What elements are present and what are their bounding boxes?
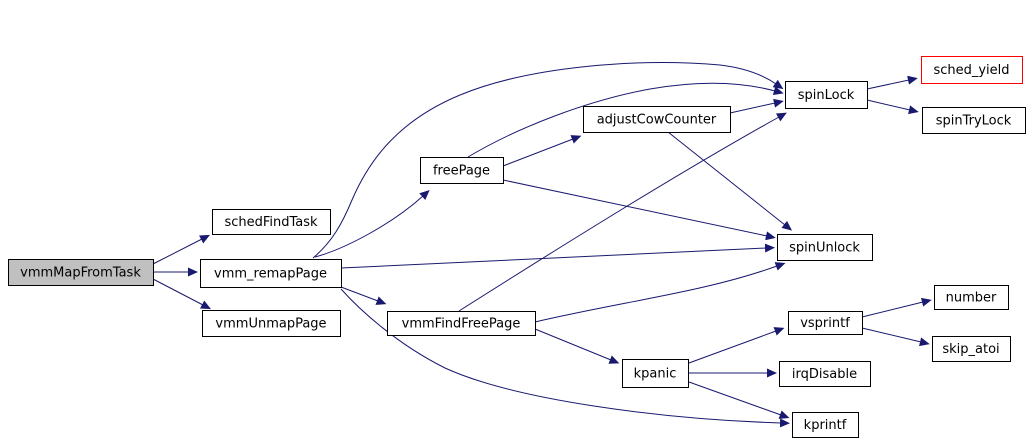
node-irqDisable-box[interactable] xyxy=(779,361,871,387)
node-vmm_remapPage-box[interactable] xyxy=(200,259,342,288)
edge-vmm_remapPage-to-spinUnlock xyxy=(340,243,775,269)
node-sched_yield-box[interactable] xyxy=(921,56,1023,84)
node-vmmUnmapPage[interactable]: vmmUnmapPage xyxy=(202,310,341,337)
node-freePage-label: freePage xyxy=(433,164,490,179)
node-irqDisable[interactable]: irqDisable xyxy=(779,361,871,387)
node-vmmUnmapPage-label: vmmUnmapPage xyxy=(215,317,326,332)
edge-vmmFindFreePage-to-kpanic xyxy=(534,328,620,364)
node-vmmMapFromTask-box xyxy=(8,259,154,286)
edge-vmmFindFreePage-to-spinLock xyxy=(458,112,787,312)
node-kprintf-box[interactable] xyxy=(792,412,859,438)
node-schedFindTask-box[interactable] xyxy=(212,209,331,235)
node-kpanic-label: kpanic xyxy=(634,367,677,382)
node-vmmFindFreePage-box[interactable] xyxy=(387,311,536,336)
node-irqDisable-label: irqDisable xyxy=(792,367,857,382)
node-sched_yield-label: sched_yield xyxy=(933,63,1009,78)
node-spinLock-label: spinLock xyxy=(798,88,855,103)
node-freePage-box[interactable] xyxy=(420,157,504,184)
node-number-label: number xyxy=(946,291,997,306)
node-skip_atoi-box[interactable] xyxy=(932,336,1011,362)
edge-spinLock-to-spinTryLock xyxy=(866,99,919,115)
node-spinUnlock-label: spinUnlock xyxy=(789,241,860,256)
node-number[interactable]: number xyxy=(934,285,1009,310)
node-vmmMapFromTask: vmmMapFromTask xyxy=(8,259,154,286)
node-kpanic[interactable]: kpanic xyxy=(622,359,689,388)
edge-freePage-to-adjustCowCounter xyxy=(502,135,582,167)
node-vmmMapFromTask-label: vmmMapFromTask xyxy=(20,266,141,281)
edge-kpanic-to-vsprintf xyxy=(688,327,785,364)
node-sched_yield[interactable]: sched_yield xyxy=(921,56,1023,84)
node-vmm_remapPage-label: vmm_remapPage xyxy=(214,267,327,282)
edge-spinLock-to-sched_yield xyxy=(866,75,918,90)
node-spinUnlock-box[interactable] xyxy=(777,234,873,261)
edge-vsprintf-to-number xyxy=(861,297,932,318)
node-kprintf-label: kprintf xyxy=(804,418,847,433)
node-skip_atoi-label: skip_atoi xyxy=(942,342,999,357)
node-adjustCowCounter-label: adjustCowCounter xyxy=(597,113,717,128)
node-vsprintf-label: vsprintf xyxy=(800,316,850,331)
node-vmmFindFreePage[interactable]: vmmFindFreePage xyxy=(387,311,536,336)
edge-freePage-to-spinUnlock xyxy=(502,179,776,241)
node-vmm_remapPage[interactable]: vmm_remapPage xyxy=(200,259,342,288)
edge-vmmFindFreePage-to-spinUnlock xyxy=(534,262,786,323)
node-vmmUnmapPage-box[interactable] xyxy=(202,310,341,337)
edge-vmmMapFromTask-to-schedFindTask xyxy=(152,234,211,265)
node-adjustCowCounter-box[interactable] xyxy=(583,106,731,133)
node-number-box[interactable] xyxy=(934,285,1009,310)
node-kprintf[interactable]: kprintf xyxy=(792,412,859,438)
node-schedFindTask[interactable]: schedFindTask xyxy=(212,209,331,235)
node-spinUnlock[interactable]: spinUnlock xyxy=(777,234,873,261)
edge-vmm_remapPage-to-kprintf xyxy=(340,288,790,428)
node-adjustCowCounter[interactable]: adjustCowCounter xyxy=(583,106,731,133)
node-vsprintf[interactable]: vsprintf xyxy=(788,311,863,335)
node-freePage[interactable]: freePage xyxy=(420,157,504,184)
node-kpanic-box[interactable] xyxy=(622,359,689,388)
edge-adjustCowCounter-to-spinUnlock xyxy=(667,131,793,231)
edge-kpanic-to-kprintf xyxy=(688,381,790,419)
node-spinTryLock-box[interactable] xyxy=(922,107,1026,134)
node-spinLock-box[interactable] xyxy=(785,81,868,109)
edge-vmm_remapPage-to-spinLock xyxy=(312,62,784,259)
edge-vmm_remapPage-to-freePage xyxy=(314,189,430,258)
edge-adjustCowCounter-to-spinLock xyxy=(729,98,784,114)
edge-vmmMapFromTask-to-vmmUnmapPage xyxy=(152,278,211,310)
edge-vsprintf-to-skip_atoi xyxy=(861,327,930,347)
node-schedFindTask-label: schedFindTask xyxy=(224,215,318,230)
node-vsprintf-box[interactable] xyxy=(788,311,863,335)
node-skip_atoi[interactable]: skip_atoi xyxy=(932,336,1011,362)
node-spinTryLock[interactable]: spinTryLock xyxy=(922,107,1026,134)
node-vmmFindFreePage-label: vmmFindFreePage xyxy=(402,317,521,332)
edge-vmm_remapPage-to-vmmFindFreePage xyxy=(340,286,387,305)
node-spinLock[interactable]: spinLock xyxy=(785,81,868,109)
node-spinTryLock-label: spinTryLock xyxy=(936,114,1012,129)
edge-freePage-to-spinLock xyxy=(467,82,784,158)
